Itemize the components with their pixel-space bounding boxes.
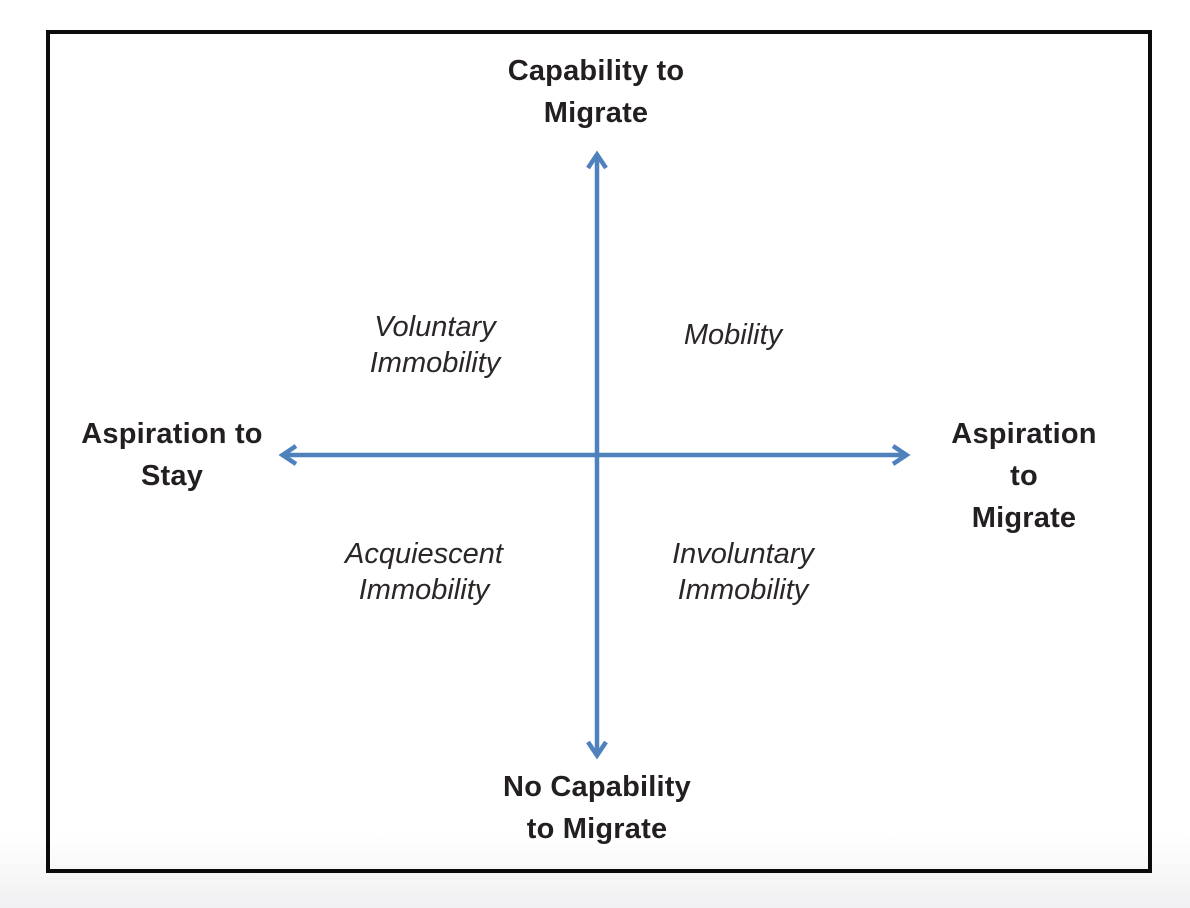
axis-label-aspiration-to-migrate: Aspiration to Migrate — [951, 418, 1097, 534]
quadrant-label-mobility: Mobility — [683, 319, 783, 351]
axis-label-no-capability-to-migrate: No Capability to Migrate — [503, 771, 691, 845]
axis-label-aspiration-to-stay: Aspiration to Stay — [81, 418, 263, 492]
quadrant-label-voluntary-immobility: Voluntary Immobility — [369, 311, 501, 379]
quadrant-label-acquiescent-immobility: Acquiescent Immobility — [345, 538, 503, 606]
quadrant-label-involuntary-immobility: Involuntary Immobility — [672, 538, 814, 606]
axis-label-capability-to-migrate: Capability to Migrate — [507, 55, 685, 129]
diagram-border-box — [46, 30, 1152, 873]
